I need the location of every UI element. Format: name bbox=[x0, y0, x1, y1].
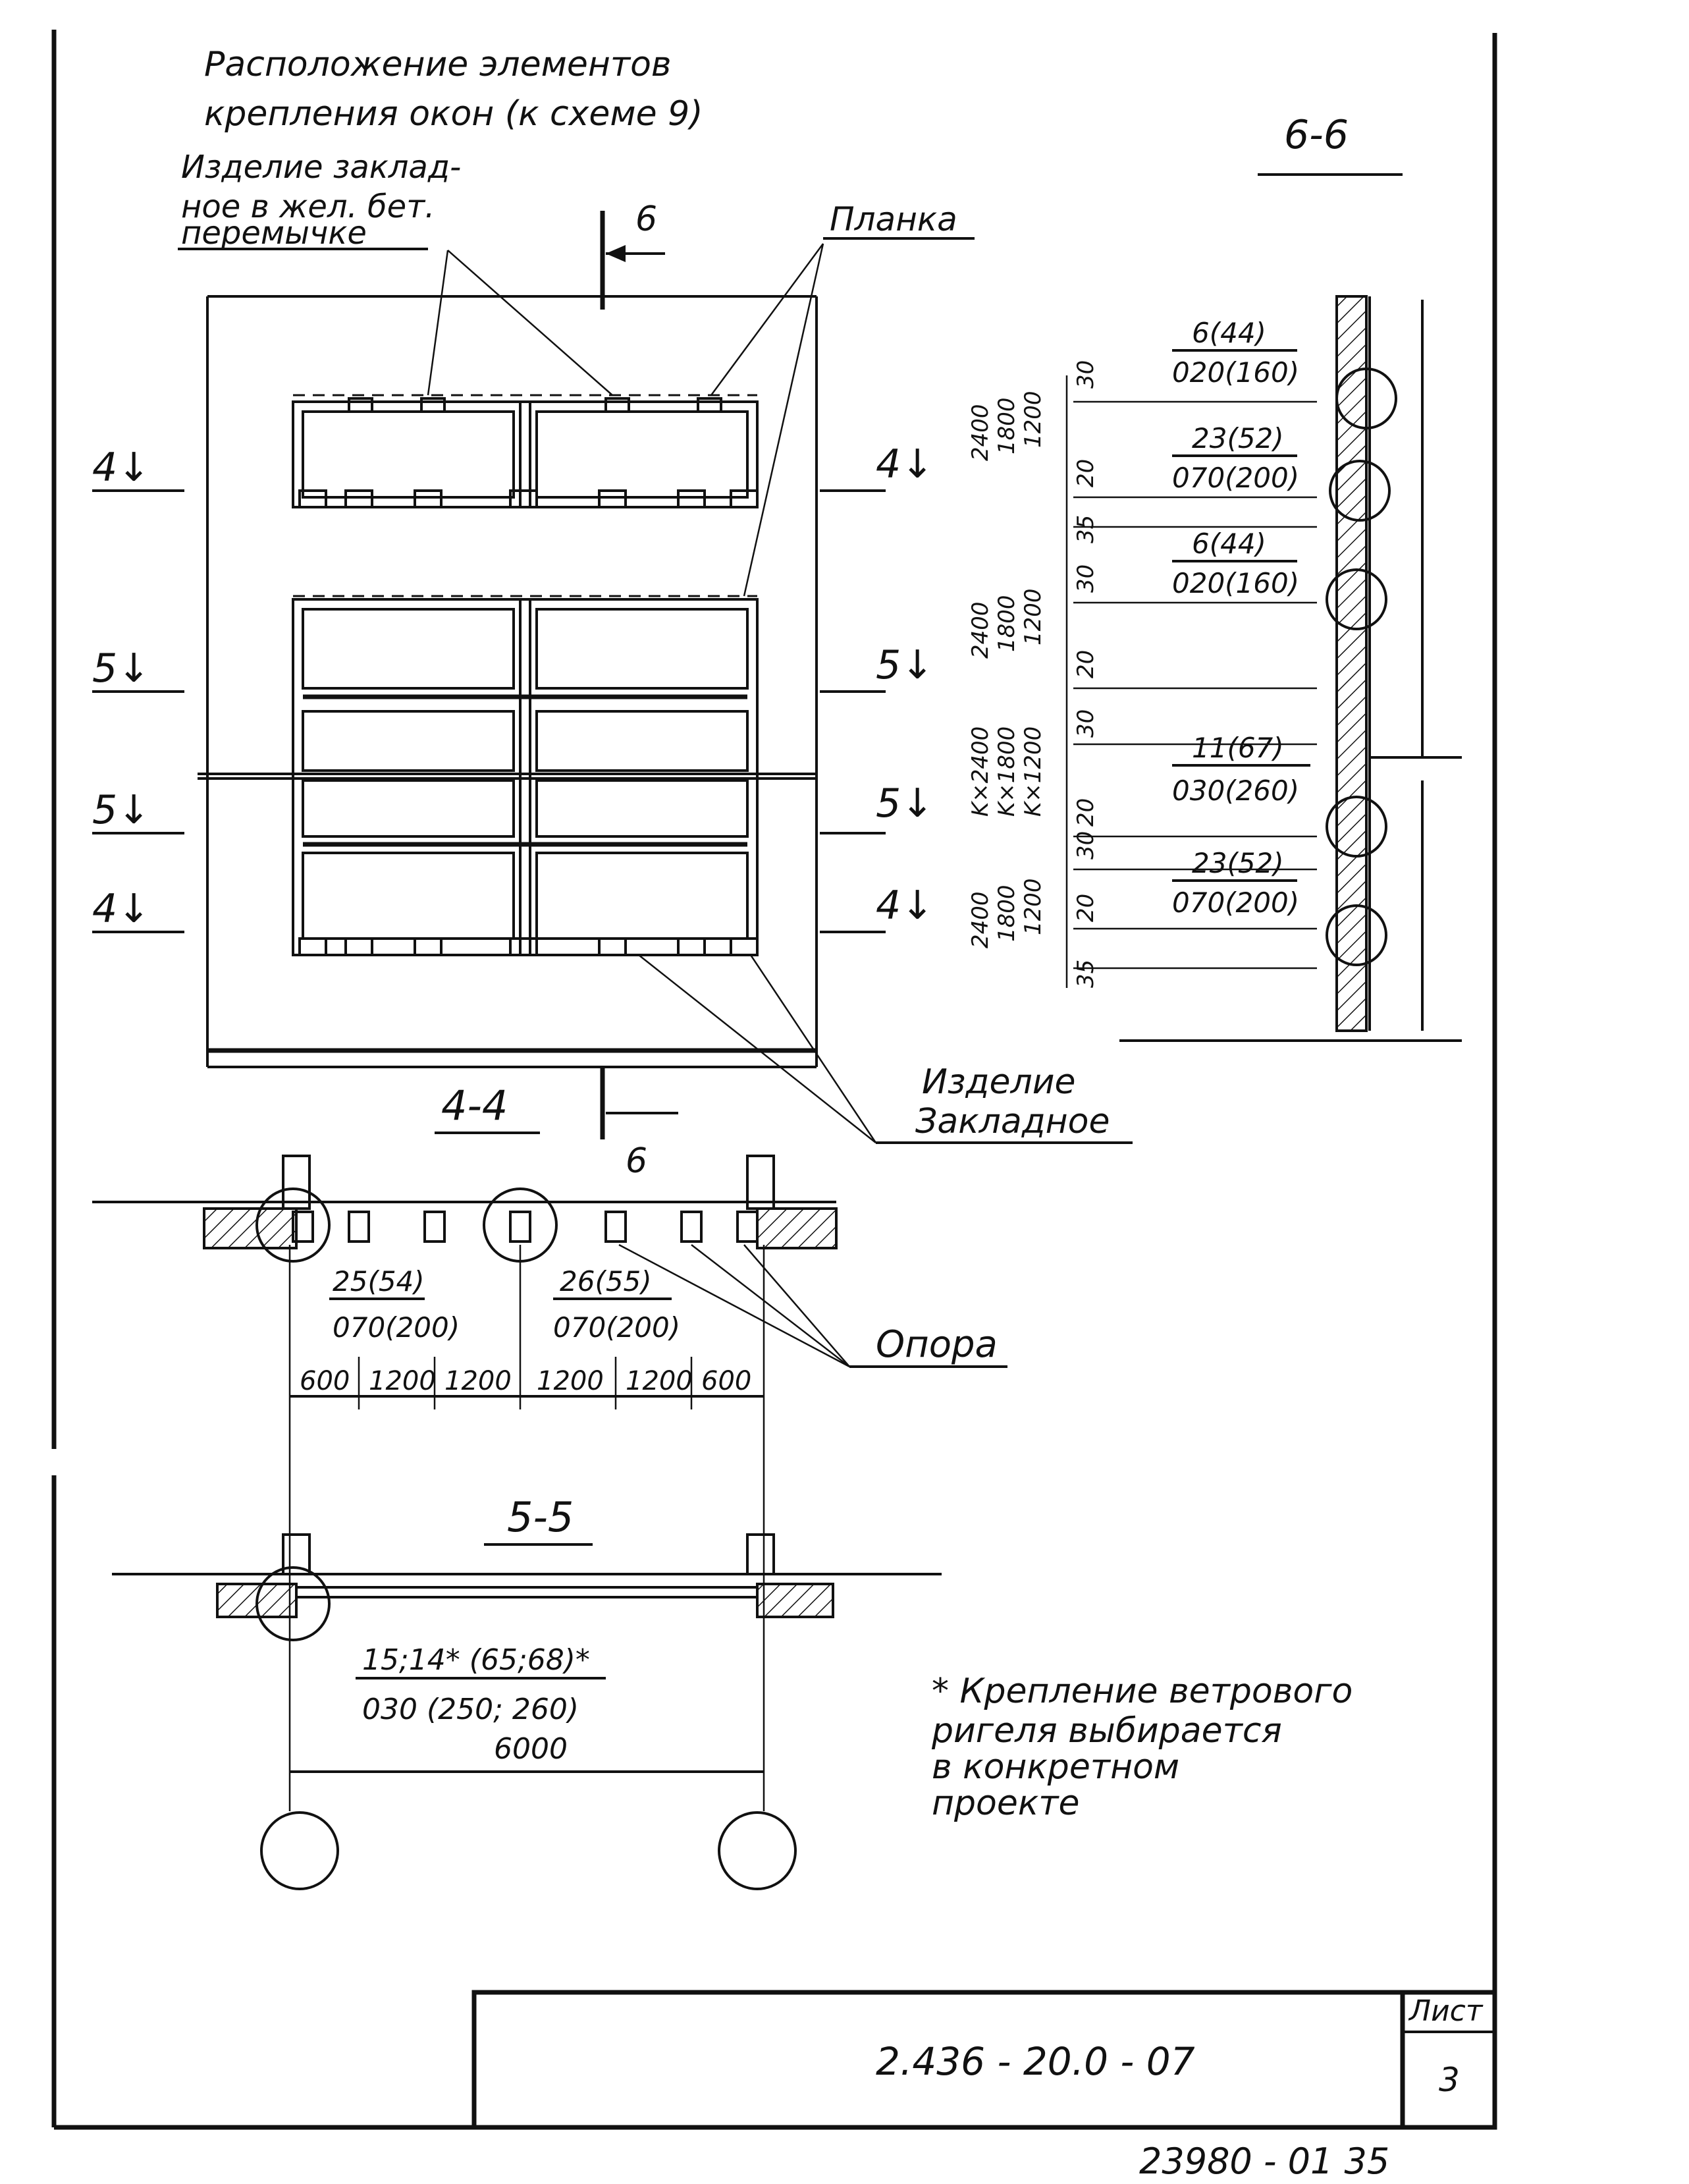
svg-text:4↓: 4↓ bbox=[92, 886, 150, 932]
label-embedded-in-lintel-3: перемычке bbox=[181, 215, 367, 252]
svg-text:30: 30 bbox=[1073, 831, 1099, 860]
dim-4-4-1: 1200 bbox=[369, 1366, 436, 1396]
svg-text:5↓: 5↓ bbox=[876, 642, 934, 688]
svg-text:K×1200: K×1200 bbox=[1020, 726, 1046, 817]
callout-6-6-a-bottom: 020(160) bbox=[1172, 356, 1299, 389]
section-marker-6-top: 6 bbox=[600, 200, 665, 310]
label-embedded-item-2: Закладное bbox=[915, 1102, 1110, 1141]
svg-text:4↓: 4↓ bbox=[876, 883, 934, 929]
svg-text:* Крепление ветрового: * Крепление ветрового bbox=[932, 1672, 1353, 1711]
svg-text:1200: 1200 bbox=[1020, 391, 1046, 448]
window-frame-middle bbox=[198, 595, 817, 956]
svg-text:2400: 2400 bbox=[967, 891, 994, 948]
heading-line-2: крепления окон (к схеме 9) bbox=[204, 94, 703, 134]
callout-6-6-c-bottom: 020(160) bbox=[1172, 567, 1299, 599]
svg-text:20: 20 bbox=[1073, 798, 1099, 827]
section-markers-plan: 4↓ 4↓ 5↓ 5↓ 5↓ 5↓ 4↓ 4↓ bbox=[92, 441, 934, 933]
svg-text:4↓: 4↓ bbox=[92, 445, 150, 491]
callout-6-6-d-top: 11(67) bbox=[1192, 732, 1284, 764]
label-embedded-item-1: Изделие bbox=[922, 1062, 1076, 1102]
section-6-6-title: 6-6 bbox=[1284, 112, 1349, 158]
svg-text:1800: 1800 bbox=[994, 885, 1020, 942]
sheet-number: 3 bbox=[1439, 2061, 1460, 2099]
svg-text:6: 6 bbox=[626, 1141, 647, 1181]
callout-6-6-d-bottom: 030(260) bbox=[1172, 775, 1299, 807]
svg-text:20: 20 bbox=[1073, 459, 1099, 487]
dim-4-4-2: 1200 bbox=[444, 1366, 512, 1396]
title-block: 2.436 - 20.0 - 07 Лист 3 23980 - 01 35 bbox=[471, 1990, 1497, 2182]
svg-text:в конкретном: в конкретном bbox=[932, 1747, 1179, 1787]
svg-text:2400: 2400 bbox=[967, 601, 994, 659]
callout-6-6-b-bottom: 070(200) bbox=[1172, 462, 1299, 494]
callout-6-6-a-top: 6(44) bbox=[1192, 317, 1266, 349]
sheet-frame bbox=[51, 30, 1497, 2130]
dim-4-4-0: 600 bbox=[300, 1366, 350, 1396]
callout-5-5-bottom: 030 (250; 260) bbox=[362, 1693, 579, 1726]
callout-4-4-left-bottom: 070(200) bbox=[333, 1311, 460, 1344]
dim-4-4-5: 600 bbox=[701, 1366, 751, 1396]
label-support: Опора bbox=[876, 1323, 998, 1366]
window-frame-top bbox=[292, 394, 759, 508]
section-5-5: 5-5 15;14* (65;68)* 030 (250; 260) 6000 bbox=[112, 1456, 942, 1890]
grid-axis-right bbox=[718, 1811, 797, 1890]
svg-text:1200: 1200 bbox=[1020, 588, 1046, 645]
svg-text:1200: 1200 bbox=[1020, 878, 1046, 935]
callout-6-6-c-top: 6(44) bbox=[1192, 528, 1266, 560]
leader-lines-top bbox=[427, 243, 824, 597]
section-6-6: 6-6 6(44) 020(160) 23(52) 070(200) 6(44)… bbox=[967, 112, 1462, 1042]
svg-text:K×2400: K×2400 bbox=[967, 726, 994, 817]
dim-4-4-3: 1200 bbox=[537, 1366, 604, 1396]
label-embedded-in-lintel-2: ное в жел. бет. bbox=[181, 188, 435, 225]
section-4-4-title: 4-4 bbox=[441, 1081, 508, 1130]
callout-6-6-e-top: 23(52) bbox=[1192, 847, 1284, 879]
archive-number: 23980 - 01 35 bbox=[1139, 2141, 1389, 2181]
callout-6-6-b-top: 23(52) bbox=[1192, 422, 1284, 454]
svg-text:5↓: 5↓ bbox=[92, 645, 150, 692]
label-plate: Планка bbox=[830, 200, 957, 238]
grid-axis-left bbox=[260, 1811, 339, 1890]
svg-text:6: 6 bbox=[635, 200, 657, 239]
svg-text:4↓: 4↓ bbox=[876, 441, 934, 487]
callout-5-5-top: 15;14* (65;68)* bbox=[362, 1643, 590, 1677]
svg-text:ригеля выбирается: ригеля выбирается bbox=[931, 1711, 1282, 1751]
callout-4-4-mid-bottom: 070(200) bbox=[553, 1311, 680, 1344]
callout-6-6-e-bottom: 070(200) bbox=[1172, 887, 1299, 919]
svg-text:35: 35 bbox=[1073, 515, 1099, 543]
svg-text:30: 30 bbox=[1073, 360, 1099, 389]
footnote: * Крепление ветрового ригеля выбирается … bbox=[931, 1672, 1353, 1823]
svg-text:30: 30 bbox=[1073, 564, 1099, 593]
svg-text:1800: 1800 bbox=[994, 595, 1020, 652]
section-5-5-title: 5-5 bbox=[507, 1493, 574, 1541]
svg-text:20: 20 bbox=[1073, 650, 1099, 678]
sheet-label: Лист bbox=[1408, 1994, 1484, 2028]
svg-text:30: 30 bbox=[1073, 709, 1099, 738]
svg-text:20: 20 bbox=[1073, 894, 1099, 922]
label-embedded-in-lintel-1: Изделие заклад- bbox=[181, 149, 461, 186]
svg-text:5↓: 5↓ bbox=[876, 780, 934, 827]
section-4-4: 4-4 25(54) 070(200) 26(55) 070(200) Опор… bbox=[92, 1081, 1007, 1456]
svg-text:1800: 1800 bbox=[994, 397, 1020, 454]
wall-outline bbox=[206, 295, 818, 1068]
plan-heading: Расположение элементов крепления окон (к… bbox=[204, 45, 703, 134]
section-marker-6-bottom: 6 bbox=[600, 1067, 678, 1181]
dim-5-5-span: 6000 bbox=[494, 1732, 568, 1766]
svg-text:K×1800: K×1800 bbox=[994, 726, 1020, 817]
svg-text:35: 35 bbox=[1073, 960, 1099, 988]
svg-text:5↓: 5↓ bbox=[92, 787, 150, 833]
callout-4-4-left-top: 25(54) bbox=[333, 1265, 425, 1297]
svg-text:проекте: проекте bbox=[932, 1784, 1080, 1823]
drawing-code: 2.436 - 20.0 - 07 bbox=[876, 2039, 1195, 2084]
callout-4-4-mid-top: 26(55) bbox=[560, 1265, 652, 1297]
svg-text:2400: 2400 bbox=[967, 404, 994, 461]
heading-line-1: Расположение элементов bbox=[204, 45, 672, 84]
dim-4-4-4: 1200 bbox=[626, 1366, 693, 1396]
